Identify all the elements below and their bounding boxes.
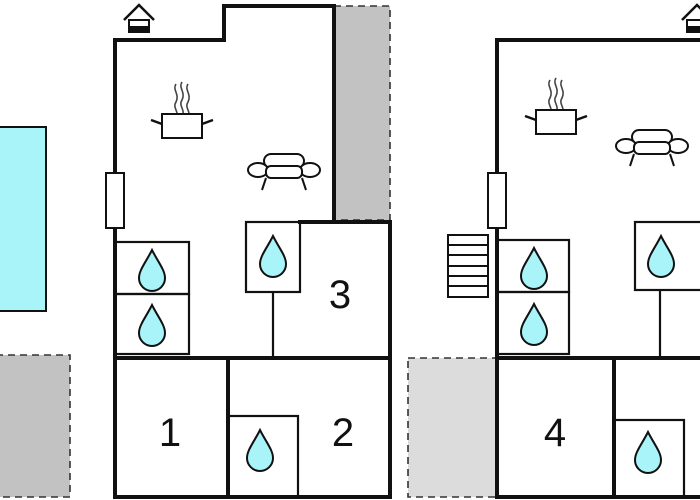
floor-plan-2: 4 bbox=[407, 3, 700, 499]
stove-pot-icon bbox=[524, 77, 588, 135]
bathroom-d bbox=[226, 414, 300, 499]
floor-plan-1: 3 1 2 bbox=[105, 3, 392, 499]
water-drop-icon bbox=[246, 429, 274, 472]
house-entrance-icon bbox=[681, 3, 700, 33]
terrace-bottom-left bbox=[0, 354, 71, 498]
room-number: 1 bbox=[159, 411, 181, 455]
sofa-icon bbox=[615, 129, 689, 167]
window-left bbox=[105, 172, 125, 229]
stairs-icon bbox=[447, 234, 489, 298]
terrace-bottom bbox=[407, 357, 497, 498]
water-drop-icon bbox=[138, 249, 166, 292]
window-left bbox=[487, 172, 507, 229]
room-number: 2 bbox=[332, 411, 354, 455]
sofa-icon bbox=[247, 153, 321, 191]
water-drop-icon bbox=[259, 235, 287, 278]
house-entrance-icon bbox=[123, 3, 155, 33]
water-drop-icon bbox=[138, 304, 166, 347]
room-number: 4 bbox=[544, 411, 566, 455]
stove-pot-icon bbox=[150, 81, 214, 139]
room-number: 3 bbox=[329, 273, 351, 317]
bathroom-b bbox=[113, 292, 191, 356]
water-drop-icon bbox=[520, 247, 548, 290]
bathroom-c bbox=[633, 220, 700, 292]
water-drop-icon bbox=[647, 235, 675, 278]
water-drop-icon bbox=[520, 303, 548, 346]
water-drop-icon bbox=[634, 431, 662, 474]
bathroom-b bbox=[495, 290, 571, 356]
terrace-right bbox=[333, 5, 391, 221]
pool bbox=[0, 126, 47, 312]
bathroom-d bbox=[612, 418, 686, 499]
